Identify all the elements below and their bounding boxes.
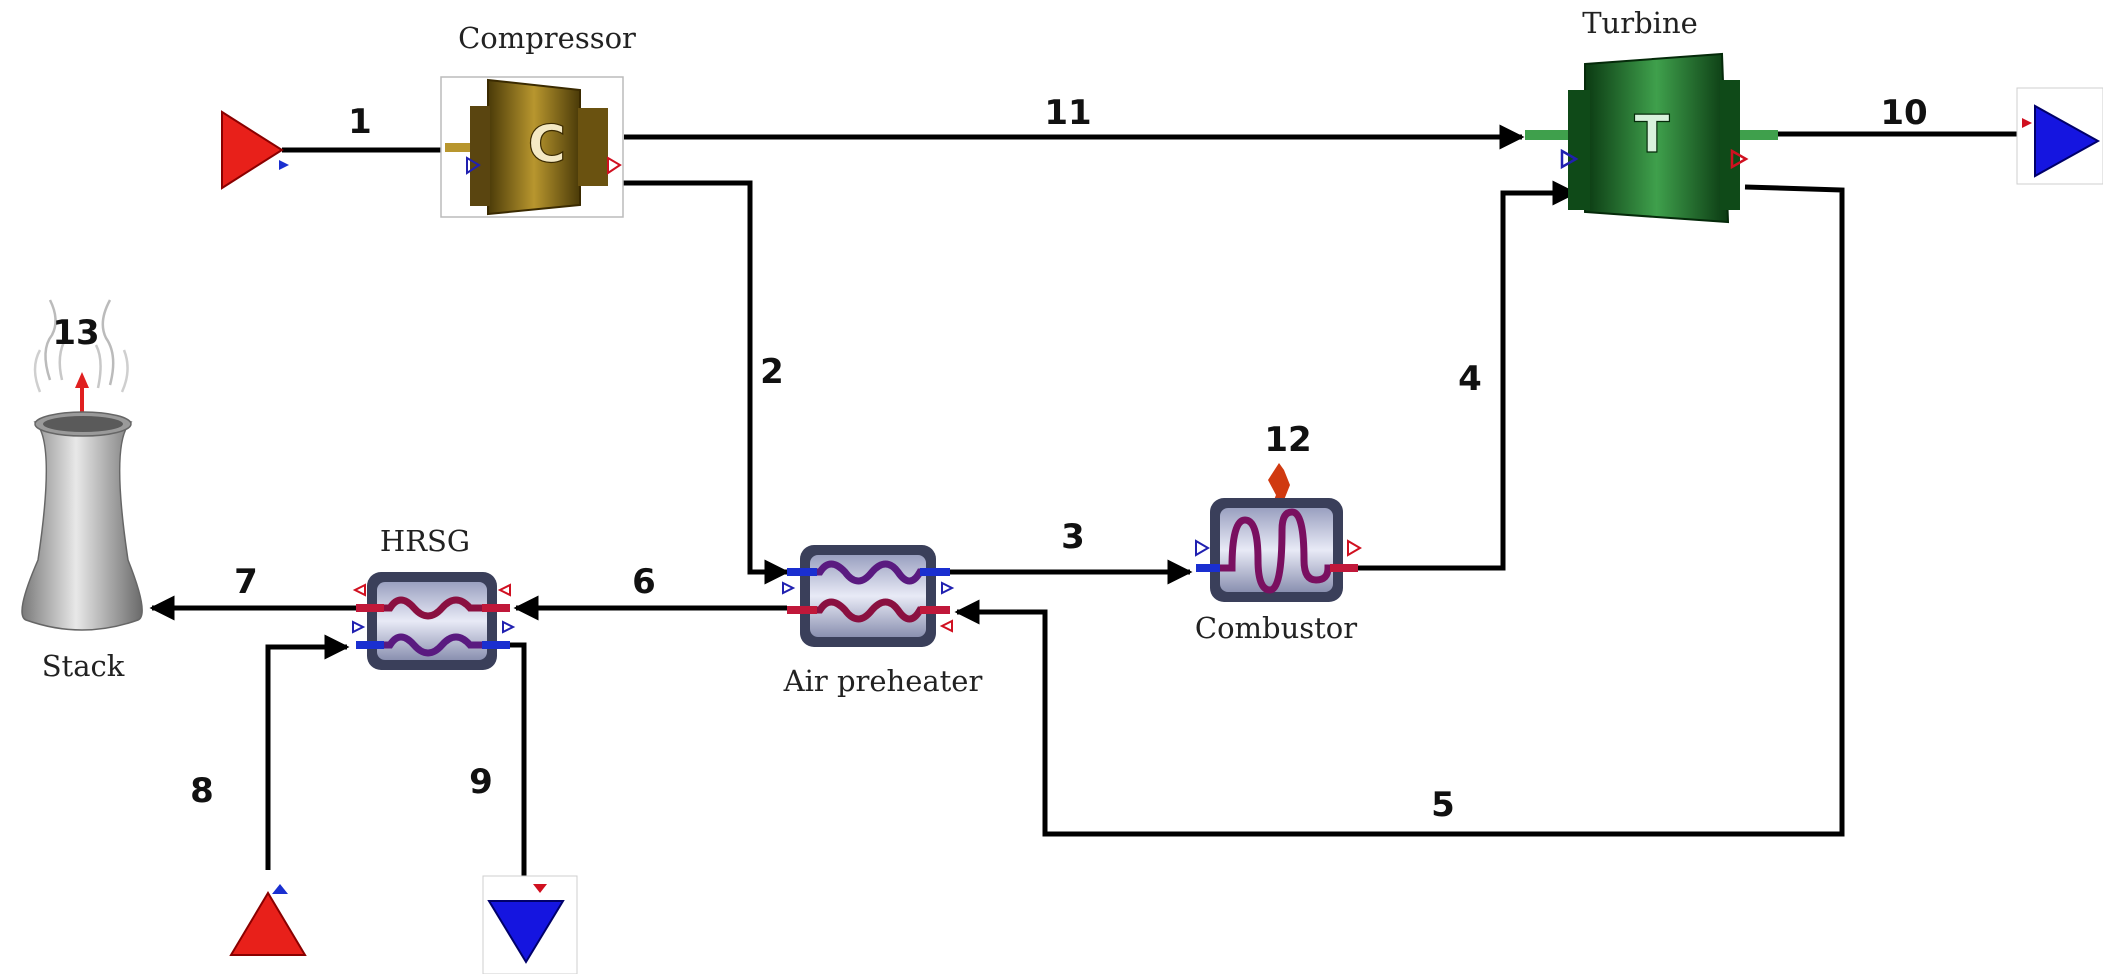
stream-7-label: 7 (234, 562, 258, 602)
compressor-icon[interactable]: C (440, 76, 624, 218)
stream-2-label: 2 (760, 352, 784, 392)
stream-9-line (505, 642, 527, 905)
product-sink-icon[interactable] (2016, 87, 2103, 185)
combustor-icon[interactable] (1195, 463, 1362, 602)
stream-2-line (612, 180, 790, 585)
stream-13-label: 13 (52, 313, 99, 353)
air-preheater-label: Air preheater (783, 664, 983, 698)
stream-8-line (265, 634, 350, 870)
stream-10-label: 10 (1880, 93, 1927, 133)
hrsg-label: HRSG (380, 524, 470, 558)
steam-sink-icon[interactable] (482, 875, 578, 974)
hrsg-icon[interactable] (352, 572, 516, 670)
stream-1-label: 1 (348, 102, 372, 142)
stream-8-label: 8 (190, 771, 214, 811)
compressor-letter: C (528, 115, 566, 175)
combustor-label: Combustor (1195, 611, 1357, 645)
stack-icon[interactable] (21, 299, 143, 631)
stream-4-label: 4 (1458, 359, 1482, 399)
turbine-label: Turbine (1582, 6, 1698, 40)
stream-5-line (954, 184, 1845, 837)
stream-11-label: 11 (1044, 93, 1091, 133)
turbine-letter: T (1634, 105, 1670, 165)
air-preheater-icon[interactable] (782, 545, 955, 647)
stream-3-label: 3 (1061, 517, 1085, 557)
stream-12-label: 12 (1264, 420, 1311, 460)
turbine-icon[interactable]: T (1525, 52, 1778, 224)
compressor-label: Compressor (458, 21, 636, 55)
water-source-icon[interactable] (229, 884, 307, 956)
stream-5-label: 5 (1431, 785, 1455, 825)
stream-9-label: 9 (469, 762, 493, 802)
stack-label: Stack (42, 649, 125, 683)
stream-6-label: 6 (632, 562, 656, 602)
air-source-icon[interactable] (221, 110, 289, 190)
stream-4-line (1358, 180, 1578, 571)
